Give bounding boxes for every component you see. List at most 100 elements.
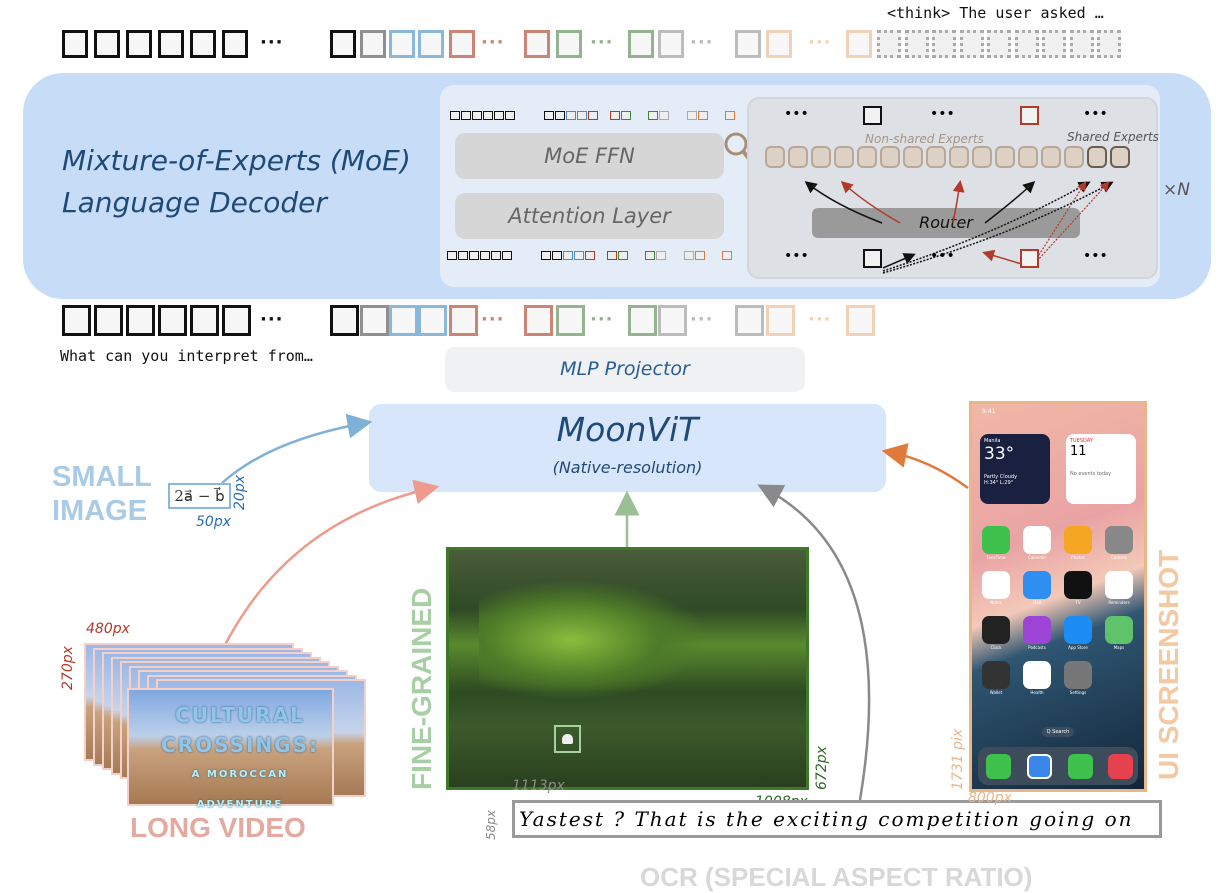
non-shared-expert	[880, 146, 900, 168]
status-time: 9:41	[982, 408, 996, 415]
shared-experts-label: Shared Experts	[1067, 130, 1159, 144]
app-icon	[982, 526, 1010, 554]
app-icon	[1064, 616, 1092, 644]
app-mail: Mail	[1023, 571, 1051, 607]
decoder-title-line1: Mixture-of-Experts (MoE)	[62, 144, 411, 177]
app-label: FaceTime	[986, 555, 1006, 560]
token-red-top	[1020, 106, 1039, 125]
long-video-label: LONG VIDEO	[130, 812, 306, 843]
token	[158, 305, 187, 336]
mini-token	[697, 111, 708, 120]
ellipsis: ···	[808, 32, 832, 53]
app-label: Wallet	[989, 690, 1003, 695]
mini-token	[656, 251, 666, 260]
mini-token	[617, 251, 628, 260]
app-icon	[1105, 571, 1133, 599]
non-shared-expert	[949, 146, 969, 168]
token	[904, 30, 929, 58]
moonvit-encoder	[369, 404, 886, 492]
app-maps: Maps	[1105, 616, 1133, 652]
focus-box	[554, 725, 581, 753]
ellipsis: •••	[930, 248, 955, 264]
ellipsis: •••	[1083, 106, 1108, 122]
ui-screenshot-label: UI SCREENSHOT	[1153, 549, 1184, 780]
token	[62, 30, 88, 58]
repeat-n-label: ×N	[1163, 180, 1190, 200]
app-label: App Store	[1068, 645, 1088, 650]
arrow-long-video	[223, 479, 440, 646]
ocr-width: 1113px	[512, 778, 565, 794]
decoder-title: Mixture-of-Experts (MoE) Language Decode…	[62, 140, 442, 224]
mini-token	[609, 111, 620, 120]
mini-token	[645, 251, 655, 260]
token	[877, 30, 901, 58]
think-text: <think> The user asked …	[887, 4, 1104, 22]
token	[94, 30, 120, 58]
app-label: Podcasts	[1028, 645, 1046, 650]
small-image-height: 20px	[232, 475, 248, 510]
ellipsis: ···	[260, 308, 284, 330]
ellipsis: ···	[690, 308, 714, 330]
small-image-formula: 2a⃗ − b⃗	[168, 483, 231, 509]
token	[735, 305, 764, 336]
token	[556, 30, 582, 58]
ellipsis: ···	[481, 32, 505, 53]
token	[959, 30, 984, 58]
app-icon	[1023, 661, 1051, 689]
mini-token	[683, 251, 694, 260]
app-app-store: App Store	[1064, 616, 1092, 652]
mini-token	[543, 111, 554, 120]
token	[766, 305, 795, 336]
app-calendar: Calendar	[1023, 526, 1051, 562]
shared-expert	[1110, 146, 1130, 168]
mini-token	[502, 251, 512, 260]
mini-token	[458, 251, 468, 260]
app-label: Calendar	[1028, 555, 1046, 560]
non-shared-expert	[1041, 146, 1061, 168]
token	[418, 30, 444, 58]
token	[389, 305, 418, 336]
app-icon	[1064, 526, 1092, 554]
token	[1097, 30, 1121, 58]
token	[735, 30, 761, 58]
token	[628, 30, 654, 58]
mini-token	[450, 111, 460, 120]
non-shared-expert	[1018, 146, 1038, 168]
token	[628, 305, 657, 336]
mini-token	[551, 251, 562, 260]
ellipsis: •••	[930, 106, 955, 122]
ellipsis: •••	[784, 106, 809, 122]
fine-grained-height: 672px	[814, 746, 830, 790]
video-height: 270px	[60, 646, 76, 690]
app-label: Notes	[990, 600, 1002, 605]
attention-layer: Attention Layer	[455, 193, 724, 239]
app-podcasts: Podcasts	[1023, 616, 1051, 652]
ellipsis: ···	[808, 308, 832, 330]
non-shared-expert	[995, 146, 1015, 168]
mini-token	[576, 111, 587, 120]
app-label: Photos	[1071, 555, 1085, 560]
non-shared-expert	[834, 146, 854, 168]
app-notes: Notes	[982, 571, 1010, 607]
app-icon	[1064, 571, 1092, 599]
ellipsis: ···	[690, 32, 714, 53]
small-image-label: SMALL IMAGE	[52, 461, 152, 527]
token	[524, 305, 553, 336]
mini-token	[565, 111, 576, 120]
token	[360, 30, 386, 58]
token-black-bottom	[863, 249, 882, 268]
mini-token	[562, 251, 573, 260]
mini-token	[573, 251, 584, 260]
non-shared-expert	[926, 146, 946, 168]
mini-token	[659, 111, 669, 120]
ellipsis: •••	[784, 248, 809, 264]
app-label: Clock	[990, 645, 1002, 650]
non-shared-experts-label: Non-shared Experts	[865, 132, 984, 146]
token	[222, 30, 248, 58]
ellipsis: ···	[260, 32, 284, 53]
messages-app-icon	[1068, 754, 1093, 779]
tea-picker	[562, 734, 573, 744]
search-pill: Q Search	[1042, 727, 1074, 737]
mini-token	[648, 111, 658, 120]
